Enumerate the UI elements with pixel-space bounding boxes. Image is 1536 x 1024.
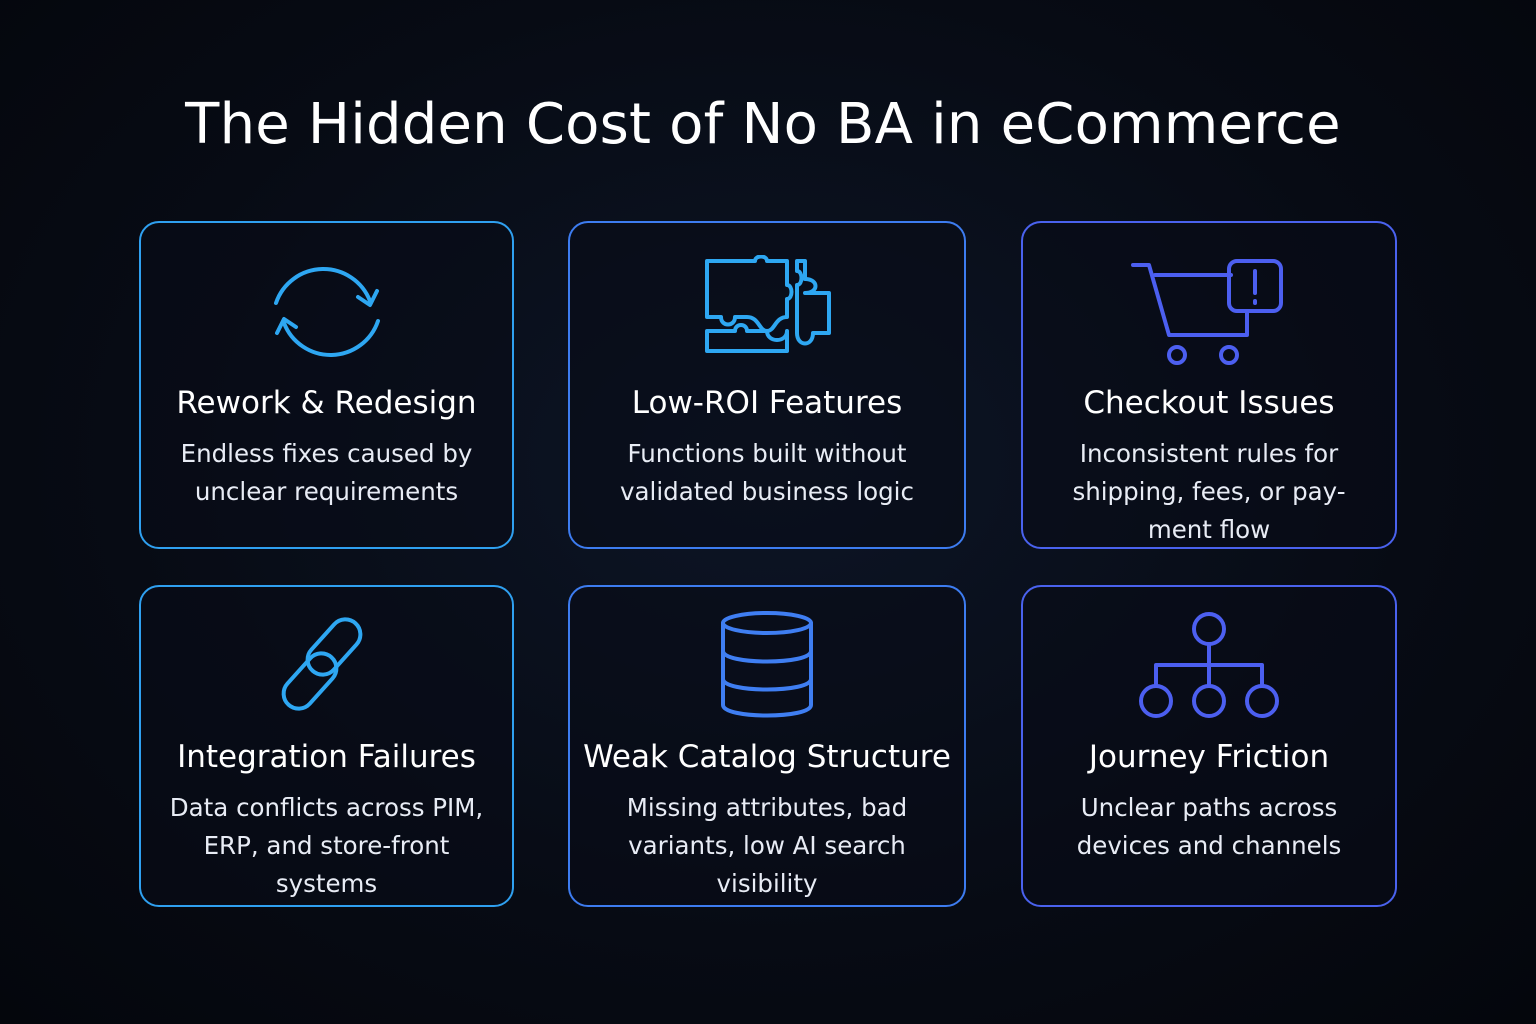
refresh-cycle-icon (273, 267, 380, 357)
card-low-roi-features: Low-ROI Features Functions built without… (568, 221, 966, 549)
database-icon (721, 611, 813, 718)
card-description: Functions built without validated busine… (620, 439, 914, 506)
card-title: Weak Catalog Structure (583, 739, 951, 775)
puzzle-icon (705, 255, 831, 353)
chain-link-icon (281, 617, 362, 711)
card-rework-redesign: Rework & Redesign Endless fixes caused b… (139, 221, 514, 549)
card-description: Inconsistent rules for shipping, fees, o… (1072, 439, 1346, 544)
card-title: Rework & Redesign (176, 385, 477, 421)
card-description: Unclear paths across devices and channel… (1076, 793, 1342, 860)
card-description: Data conflicts across PIM, ERP, and stor… (169, 793, 484, 898)
card-weak-catalog-structure: Weak Catalog Structure Missing attribute… (568, 585, 966, 907)
card-journey-friction: Journey Friction Unclear paths across de… (1021, 585, 1397, 907)
card-description: Missing attributes, bad variants, low AI… (626, 793, 908, 898)
page-title: The Hidden Cost of No BA in eCommerce (185, 92, 1341, 157)
card-title: Checkout Issues (1083, 385, 1335, 421)
card-title: Low-ROI Features (631, 385, 903, 421)
card-integration-failures: Integration Failures Data conflicts acro… (139, 585, 514, 907)
card-description: Endless fixes caused by unclear requirem… (180, 439, 473, 506)
card-checkout-issues: Checkout Issues Inconsistent rules for s… (1021, 221, 1397, 549)
card-title: Integration Failures (177, 739, 476, 775)
hierarchy-icon (1139, 612, 1279, 718)
card-title: Journey Friction (1088, 739, 1330, 775)
cart-alert-icon (1131, 259, 1283, 365)
